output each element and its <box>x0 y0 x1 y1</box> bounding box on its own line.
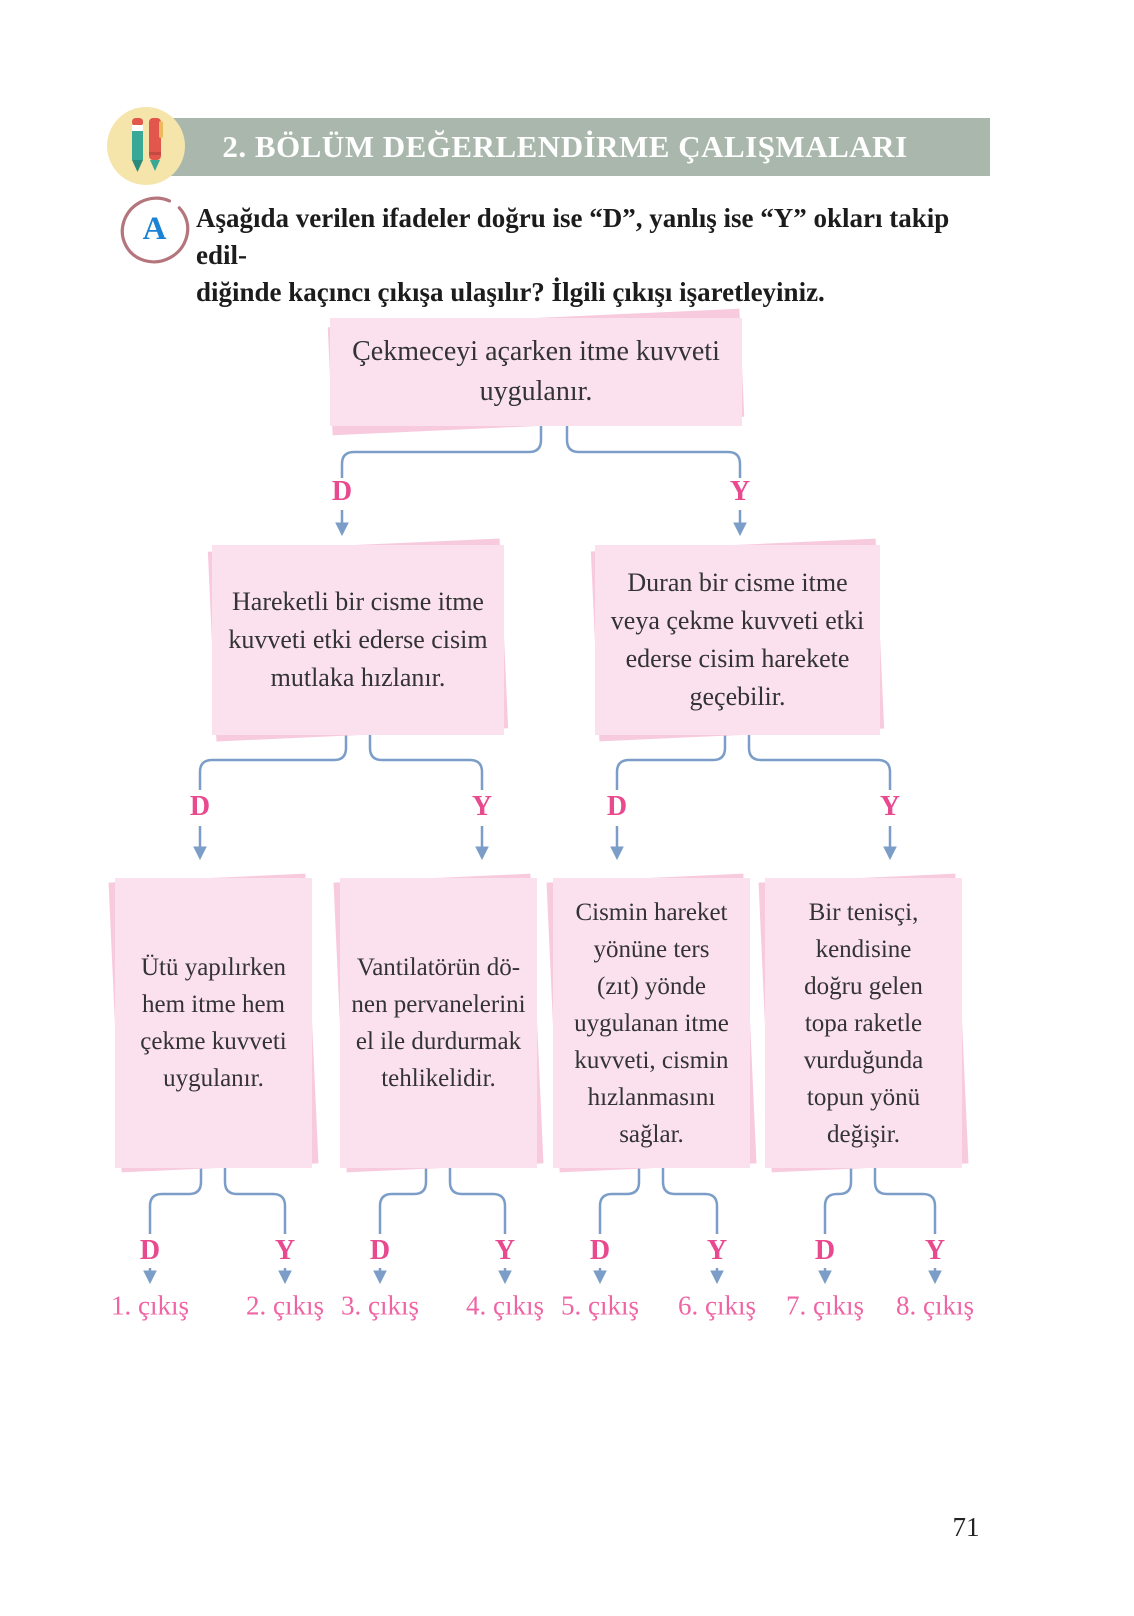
exit-label-8[interactable]: 8. çıkış <box>896 1290 974 1321</box>
branch-label-d: D <box>189 791 211 822</box>
pencil-icon <box>132 118 143 172</box>
exit-label-6[interactable]: 6. çıkış <box>678 1290 756 1321</box>
flow-box-level1: Çekmeceyi açarken itme kuvveti uygulanır… <box>327 308 745 436</box>
page-number: 71 <box>952 1512 980 1542</box>
exit-label-5[interactable]: 5. çıkış <box>561 1290 639 1321</box>
branch-label-y: Y <box>924 1235 946 1266</box>
box-text: Cismin hareket yönüne ters (zıt) yönde u… <box>574 898 729 1148</box>
hand-drawn-circle-icon <box>120 196 190 264</box>
pen-icon <box>149 118 163 171</box>
exit-label-4[interactable]: 4. çıkış <box>466 1290 544 1321</box>
question-text: Aşağıda verilen ifadeler doğru ise “D”, … <box>196 200 976 311</box>
question-letter: A <box>142 211 167 248</box>
branch-label-y: Y <box>494 1235 516 1266</box>
flow-box-level2-left: Hareketli bir cisme itme kuvveti etki ed… <box>207 538 509 742</box>
branch-label-d: D <box>589 1235 611 1266</box>
branch-label-d: D <box>139 1235 161 1266</box>
flow-connectors <box>143 426 942 1285</box>
question-badge: A <box>117 193 193 269</box>
branch-label-d: D <box>331 476 353 507</box>
branch-label-y: Y <box>274 1235 296 1266</box>
pencils-icon <box>106 106 186 186</box>
question-line-2: diğinde kaçıncı çıkışa ulaşılır? İlgili … <box>196 277 825 307</box>
box-text: Bir tenisçi, kendisine doğru gelen topa … <box>803 898 924 1148</box>
branch-label-y: Y <box>729 476 751 507</box>
section-title: 2. BÖLÜM DEĞERLENDİRME ÇALIŞMALARI <box>222 129 908 164</box>
branch-label-y: Y <box>879 791 901 822</box>
exit-label-1[interactable]: 1. çıkış <box>111 1290 189 1321</box>
box-text: Çekmeceyi açarken itme kuvveti uygulanır… <box>352 336 720 407</box>
box-text: Hareketli bir cisme itme kuvveti etki ed… <box>228 587 488 692</box>
flow-box-level3-3: Cismin hareket yönüne ters (zıt) yönde u… <box>546 873 757 1173</box>
box-text: Vantilatörün dö- nen pervanelerini el il… <box>351 954 526 1092</box>
flow-box-level3-4: Bir tenisçi, kendisine doğru gelen topa … <box>758 873 969 1173</box>
section-header-band: 2. BÖLÜM DEĞERLENDİRME ÇALIŞMALARI <box>140 118 990 176</box>
box-text: Duran bir cisme itme veya çekme kuvveti … <box>610 568 865 711</box>
flow-box-level3-2: Vantilatörün dö- nen pervanelerini el il… <box>333 873 544 1173</box>
exit-label-7[interactable]: 7. çıkış <box>786 1290 864 1321</box>
branch-label-d: D <box>814 1235 836 1266</box>
branch-label-d: D <box>606 791 628 822</box>
flow-box-level2-right: Duran bir cisme itme veya çekme kuvveti … <box>590 538 885 742</box>
exit-label-3[interactable]: 3. çıkış <box>341 1290 419 1321</box>
exit-label-2[interactable]: 2. çıkış <box>246 1290 324 1321</box>
branch-label-y: Y <box>706 1235 728 1266</box>
branch-label-d: D <box>369 1235 391 1266</box>
question-line-1: Aşağıda verilen ifadeler doğru ise “D”, … <box>196 203 950 270</box>
box-text: Ütü yapılırken hem itme hem çekme kuvvet… <box>140 954 287 1092</box>
branch-label-y: Y <box>471 791 493 822</box>
flow-box-level3-1: Ütü yapılırken hem itme hem çekme kuvvet… <box>108 873 319 1173</box>
